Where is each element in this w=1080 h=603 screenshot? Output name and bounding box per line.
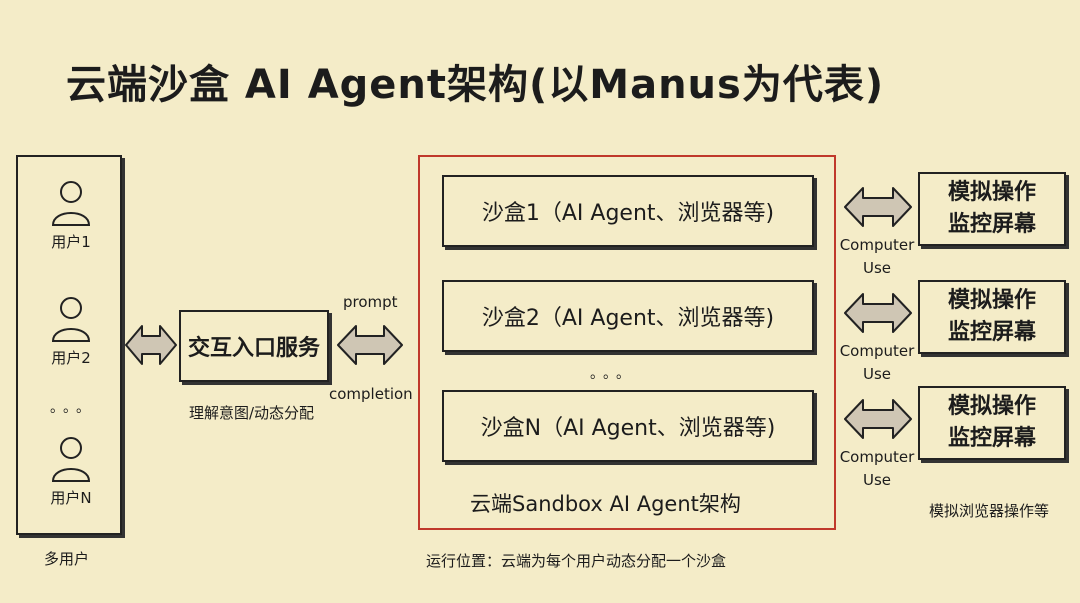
screen-line1: 模拟操作 [947, 394, 1036, 419]
screen-line2: 监控屏幕 [947, 320, 1036, 345]
cloud-caption: 云端Sandbox AI Agent架构 [470, 492, 741, 516]
sandbox-1: 沙盒1（AI Agent、浏览器等) [442, 175, 814, 247]
screen-box-3: 模拟操作 监控屏幕 [918, 386, 1066, 460]
user-n: 用户N [18, 435, 124, 508]
screen-line1: 模拟操作 [947, 288, 1036, 313]
screen-line2: 监控屏幕 [947, 212, 1036, 237]
cloud-footer: 运行位置：云端为每个用户动态分配一个沙盒 [426, 552, 727, 570]
screens-caption: 模拟浏览器操作等 [929, 502, 1050, 520]
page-title: 云端沙盒 AI Agent架构(以Manus为代表) [66, 62, 885, 108]
user-icon [51, 437, 91, 482]
sandbox-label: 沙盒N（AI Agent、浏览器等) [480, 416, 776, 441]
double-arrow-icon [337, 325, 403, 365]
user-label: 用户N [50, 489, 92, 507]
user-1: 用户1 [18, 179, 124, 252]
double-arrow-icon [844, 187, 912, 227]
users-caption: 多用户 [44, 550, 90, 568]
sandbox-n: 沙盒N（AI Agent、浏览器等) [442, 390, 814, 462]
sandbox-2: 沙盒2（AI Agent、浏览器等) [442, 280, 814, 352]
double-arrow-icon [125, 325, 177, 365]
service-label: 交互入口服务 [187, 336, 320, 361]
screen-line2: 监控屏幕 [947, 426, 1036, 451]
computer-use-line2: Use [862, 365, 892, 383]
computer-use-line2: Use [862, 471, 892, 489]
user-label: 用户2 [51, 349, 91, 367]
screen-box-1: 模拟操作 监控屏幕 [918, 172, 1066, 246]
cloud-sandbox-frame [418, 155, 836, 530]
computer-use-label-2: Computer Use [837, 340, 917, 386]
user-icon [51, 181, 91, 226]
service-caption: 理解意图/动态分配 [189, 404, 315, 422]
computer-use-line1: Computer [839, 448, 915, 466]
user-label: 用户1 [51, 233, 91, 251]
user-2: 用户2 [18, 295, 124, 368]
computer-use-label-3: Computer Use [837, 446, 917, 492]
users-ellipsis: 。。。 [50, 400, 96, 416]
sandbox-label: 沙盒1（AI Agent、浏览器等) [481, 201, 775, 226]
interaction-service-box: 交互入口服务 [179, 310, 329, 382]
completion-label: completion [329, 385, 413, 403]
computer-use-line1: Computer [839, 342, 915, 360]
screen-line1: 模拟操作 [947, 180, 1036, 205]
double-arrow-icon [844, 293, 912, 333]
screen-box-2: 模拟操作 监控屏幕 [918, 280, 1066, 354]
users-column: 用户1 用户2 。。。 用户N [16, 155, 122, 535]
double-arrow-icon [844, 399, 912, 439]
sandbox-label: 沙盒2（AI Agent、浏览器等) [481, 306, 775, 331]
computer-use-label-1: Computer Use [837, 234, 917, 280]
sandbox-ellipsis: 。。。 [590, 366, 636, 382]
computer-use-line2: Use [862, 259, 892, 277]
user-icon [51, 297, 91, 342]
prompt-label: prompt [343, 293, 398, 311]
computer-use-line1: Computer [839, 236, 915, 254]
